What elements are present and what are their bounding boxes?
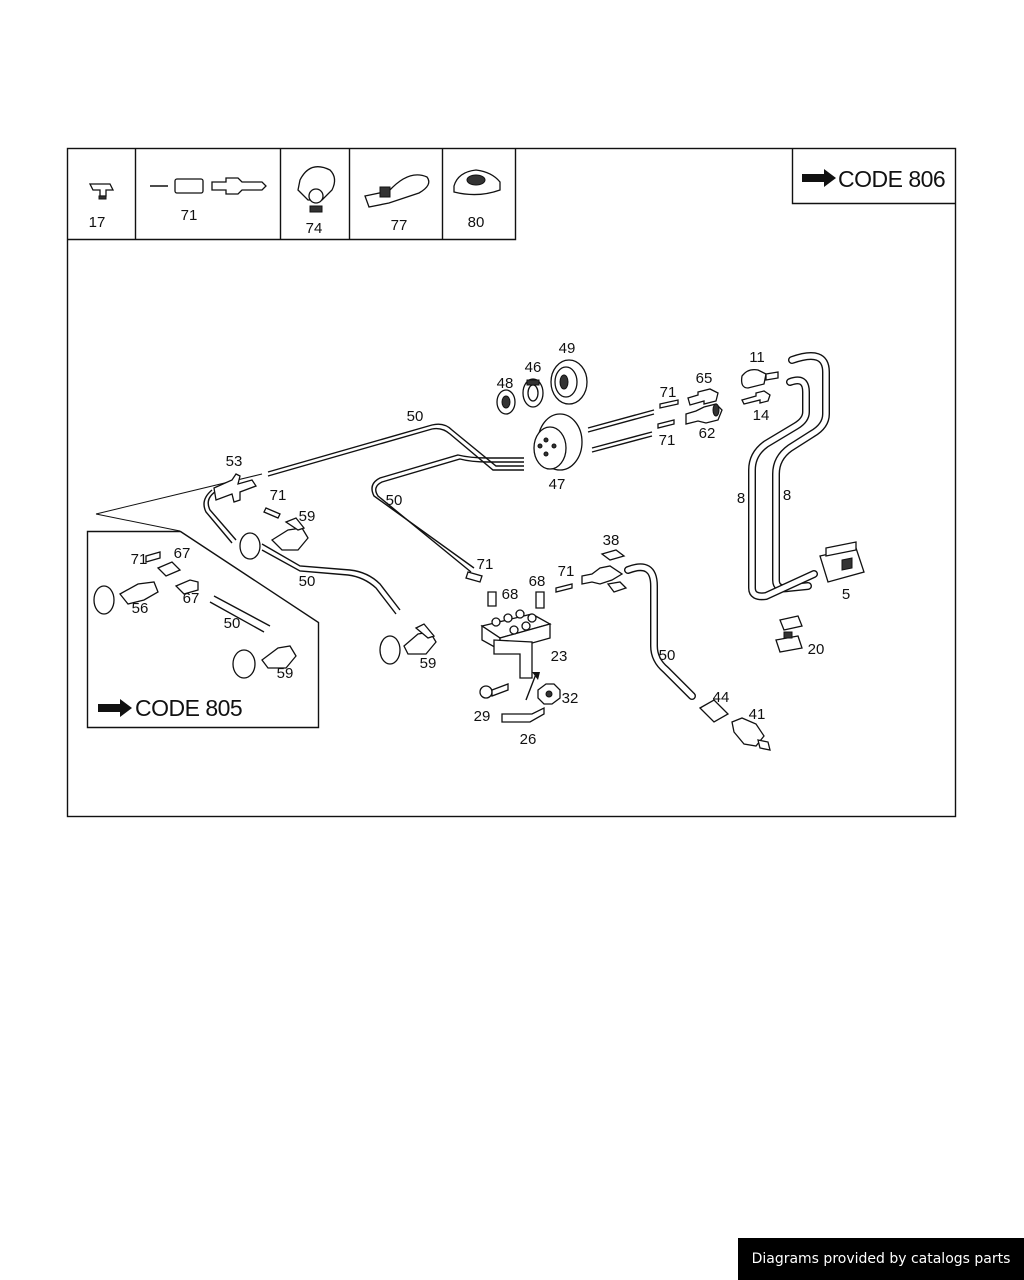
code-806-box: CODE 806 <box>791 148 956 205</box>
cable-tie-77-icon <box>364 174 430 208</box>
legend-label-77: 77 <box>391 217 408 234</box>
arrow-right-icon <box>802 169 836 187</box>
grommet-48 <box>496 389 516 415</box>
cap-49 <box>550 359 588 405</box>
label-59-upper: 59 <box>299 508 316 525</box>
label-46: 46 <box>525 359 542 376</box>
label-65: 65 <box>696 370 713 387</box>
junction-38 <box>581 549 628 593</box>
label-26: 26 <box>520 731 537 748</box>
label-53: 53 <box>226 453 243 470</box>
label-49: 49 <box>559 340 576 357</box>
label-14: 14 <box>753 407 770 424</box>
clip-17-icon <box>88 183 115 200</box>
sleeve-44 <box>698 699 730 723</box>
label-50-mid: 50 <box>386 492 403 509</box>
footer-credit: Diagrams provided by catalogs parts <box>738 1238 1024 1280</box>
valve-11 <box>740 368 779 389</box>
legend-strip: 17 71 74 77 80 <box>67 148 517 241</box>
connector-71-icon <box>150 177 267 195</box>
label-71-inset: 71 <box>131 551 148 568</box>
clip-20 <box>775 615 803 653</box>
label-47: 47 <box>549 476 566 493</box>
label-8-right: 8 <box>783 487 791 504</box>
valve-14 <box>741 390 771 405</box>
connector-71-small <box>263 507 281 519</box>
label-11: 11 <box>749 349 765 366</box>
label-44: 44 <box>713 689 730 706</box>
nipple-68-right <box>535 591 545 609</box>
label-68-right: 68 <box>529 573 546 590</box>
nipple-68-left <box>487 591 497 607</box>
label-20: 20 <box>808 641 825 658</box>
label-71-center-right: 71 <box>558 563 575 580</box>
line-50-right <box>624 563 696 700</box>
label-50-left: 50 <box>299 573 316 590</box>
nozzle-59-upper <box>239 517 309 560</box>
label-38: 38 <box>603 532 620 549</box>
label-71-bottom: 71 <box>659 432 676 449</box>
pump-5 <box>819 541 865 583</box>
label-48: 48 <box>497 375 514 392</box>
t-connector-53 <box>213 473 257 503</box>
clamp-74-icon <box>297 166 336 213</box>
label-50-top: 50 <box>407 408 424 425</box>
legend-label-80: 80 <box>468 214 485 231</box>
label-67-lower: 67 <box>183 590 200 607</box>
arrow-right-icon <box>98 699 132 717</box>
label-71-top: 71 <box>660 384 677 401</box>
legend-label-74: 74 <box>306 220 323 237</box>
connector-71-right <box>555 583 573 593</box>
fitting-47 <box>533 413 583 471</box>
screw-29 <box>479 683 509 699</box>
label-71-center: 71 <box>477 556 494 573</box>
line-50-upper <box>267 423 524 573</box>
label-50-right: 50 <box>659 647 676 664</box>
code-805-inset: CODE 805 <box>86 473 320 729</box>
nozzle-65 <box>687 388 719 406</box>
label-23: 23 <box>551 648 568 665</box>
line-to-nozzles <box>587 399 679 453</box>
valve-41 <box>731 717 771 751</box>
hose-8 <box>748 352 830 601</box>
label-62: 62 <box>699 425 716 442</box>
bracket-26 <box>501 672 545 723</box>
inset-parts <box>93 551 297 679</box>
nut-80-icon <box>453 169 501 196</box>
legend-label-71: 71 <box>181 207 198 224</box>
code-805-label: CODE 805 <box>135 695 242 721</box>
code-806-label: CODE 806 <box>838 166 945 192</box>
label-59-mid: 59 <box>420 655 437 672</box>
label-50-inset: 50 <box>224 615 241 632</box>
label-67-upper: 67 <box>174 545 191 562</box>
label-56: 56 <box>132 600 149 617</box>
label-59-inset: 59 <box>277 665 294 682</box>
label-68-left: 68 <box>502 586 519 603</box>
ring-46 <box>522 378 544 408</box>
label-29: 29 <box>474 708 491 725</box>
part-number-labels: 49 46 48 47 50 50 71 71 65 62 11 14 8 8 … <box>131 340 851 748</box>
label-8-left: 8 <box>737 490 745 507</box>
legend-label-17: 17 <box>89 214 106 231</box>
label-71-left: 71 <box>270 487 287 504</box>
label-32: 32 <box>562 690 579 707</box>
connector-71-mid <box>465 571 483 583</box>
distributor-23 <box>480 609 552 679</box>
nozzle-62 <box>685 403 723 425</box>
nozzle-59-mid <box>379 623 437 665</box>
diagram-frame <box>66 147 957 818</box>
nut-32 <box>537 683 561 705</box>
label-5: 5 <box>842 586 850 603</box>
label-41: 41 <box>749 706 766 723</box>
